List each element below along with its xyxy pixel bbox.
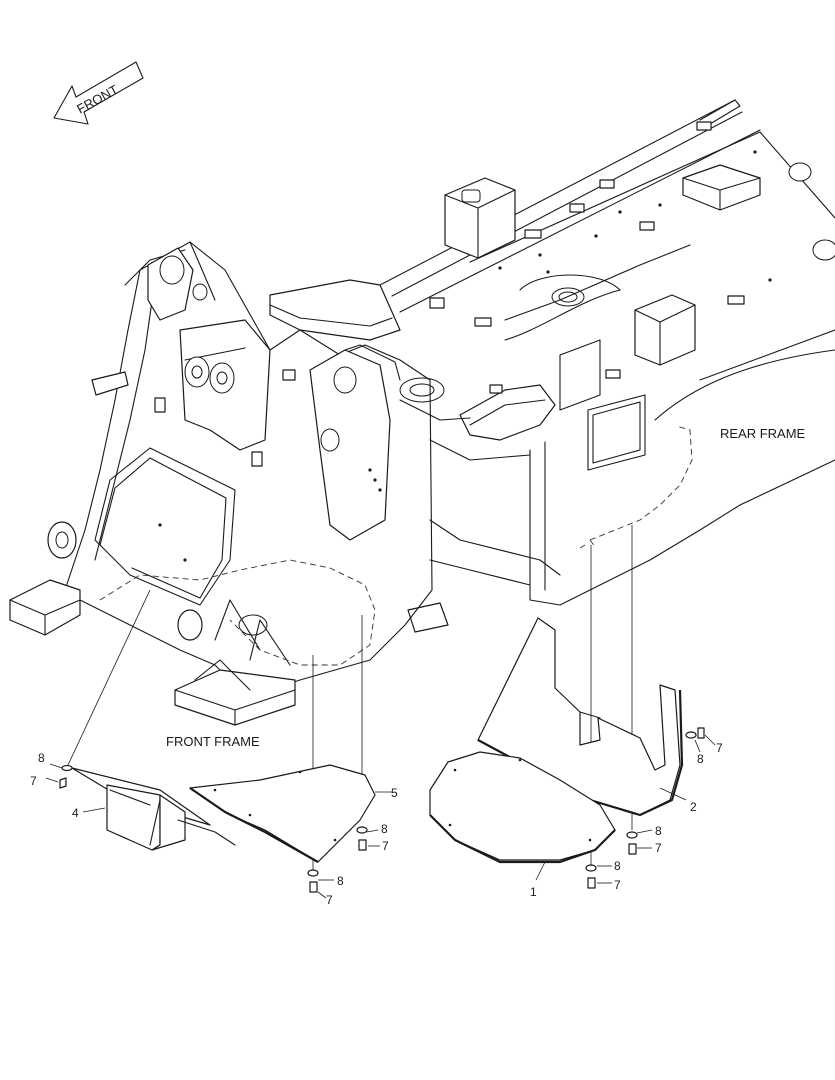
rear-frame-drawing: [379, 99, 835, 606]
callout-8: 8: [381, 822, 388, 836]
callout-4: 4: [72, 806, 79, 820]
rear-frame-label: REAR FRAME: [720, 426, 806, 441]
front-frame-drawing: [9, 241, 503, 726]
callout-8: 8: [655, 824, 662, 838]
callout-7: 7: [716, 741, 723, 755]
callout-1: 1: [530, 885, 537, 899]
callout-8: 8: [697, 752, 704, 766]
part-1-bottom-plate: [429, 751, 616, 864]
front-frame-label: FRONT FRAME: [166, 734, 260, 749]
callout-leaders: [45, 734, 716, 899]
callout-7: 7: [382, 839, 389, 853]
articulation-joint-drawing: [269, 279, 561, 633]
callout-8: 8: [614, 859, 621, 873]
callout-2: 2: [690, 800, 697, 814]
callout-7: 7: [655, 841, 662, 855]
callout-7: 7: [326, 893, 333, 907]
callout-8: 8: [337, 874, 344, 888]
callout-8: 8: [38, 751, 45, 765]
part-4-guard: [71, 767, 236, 851]
callout-5: 5: [391, 786, 398, 800]
callout-7: 7: [614, 878, 621, 892]
callout-7: 7: [30, 774, 37, 788]
fasteners: [59, 727, 705, 893]
part-5-plate: [189, 764, 376, 863]
front-direction-arrow: FRONT: [53, 61, 144, 125]
front-arrow-label: FRONT: [74, 82, 120, 117]
